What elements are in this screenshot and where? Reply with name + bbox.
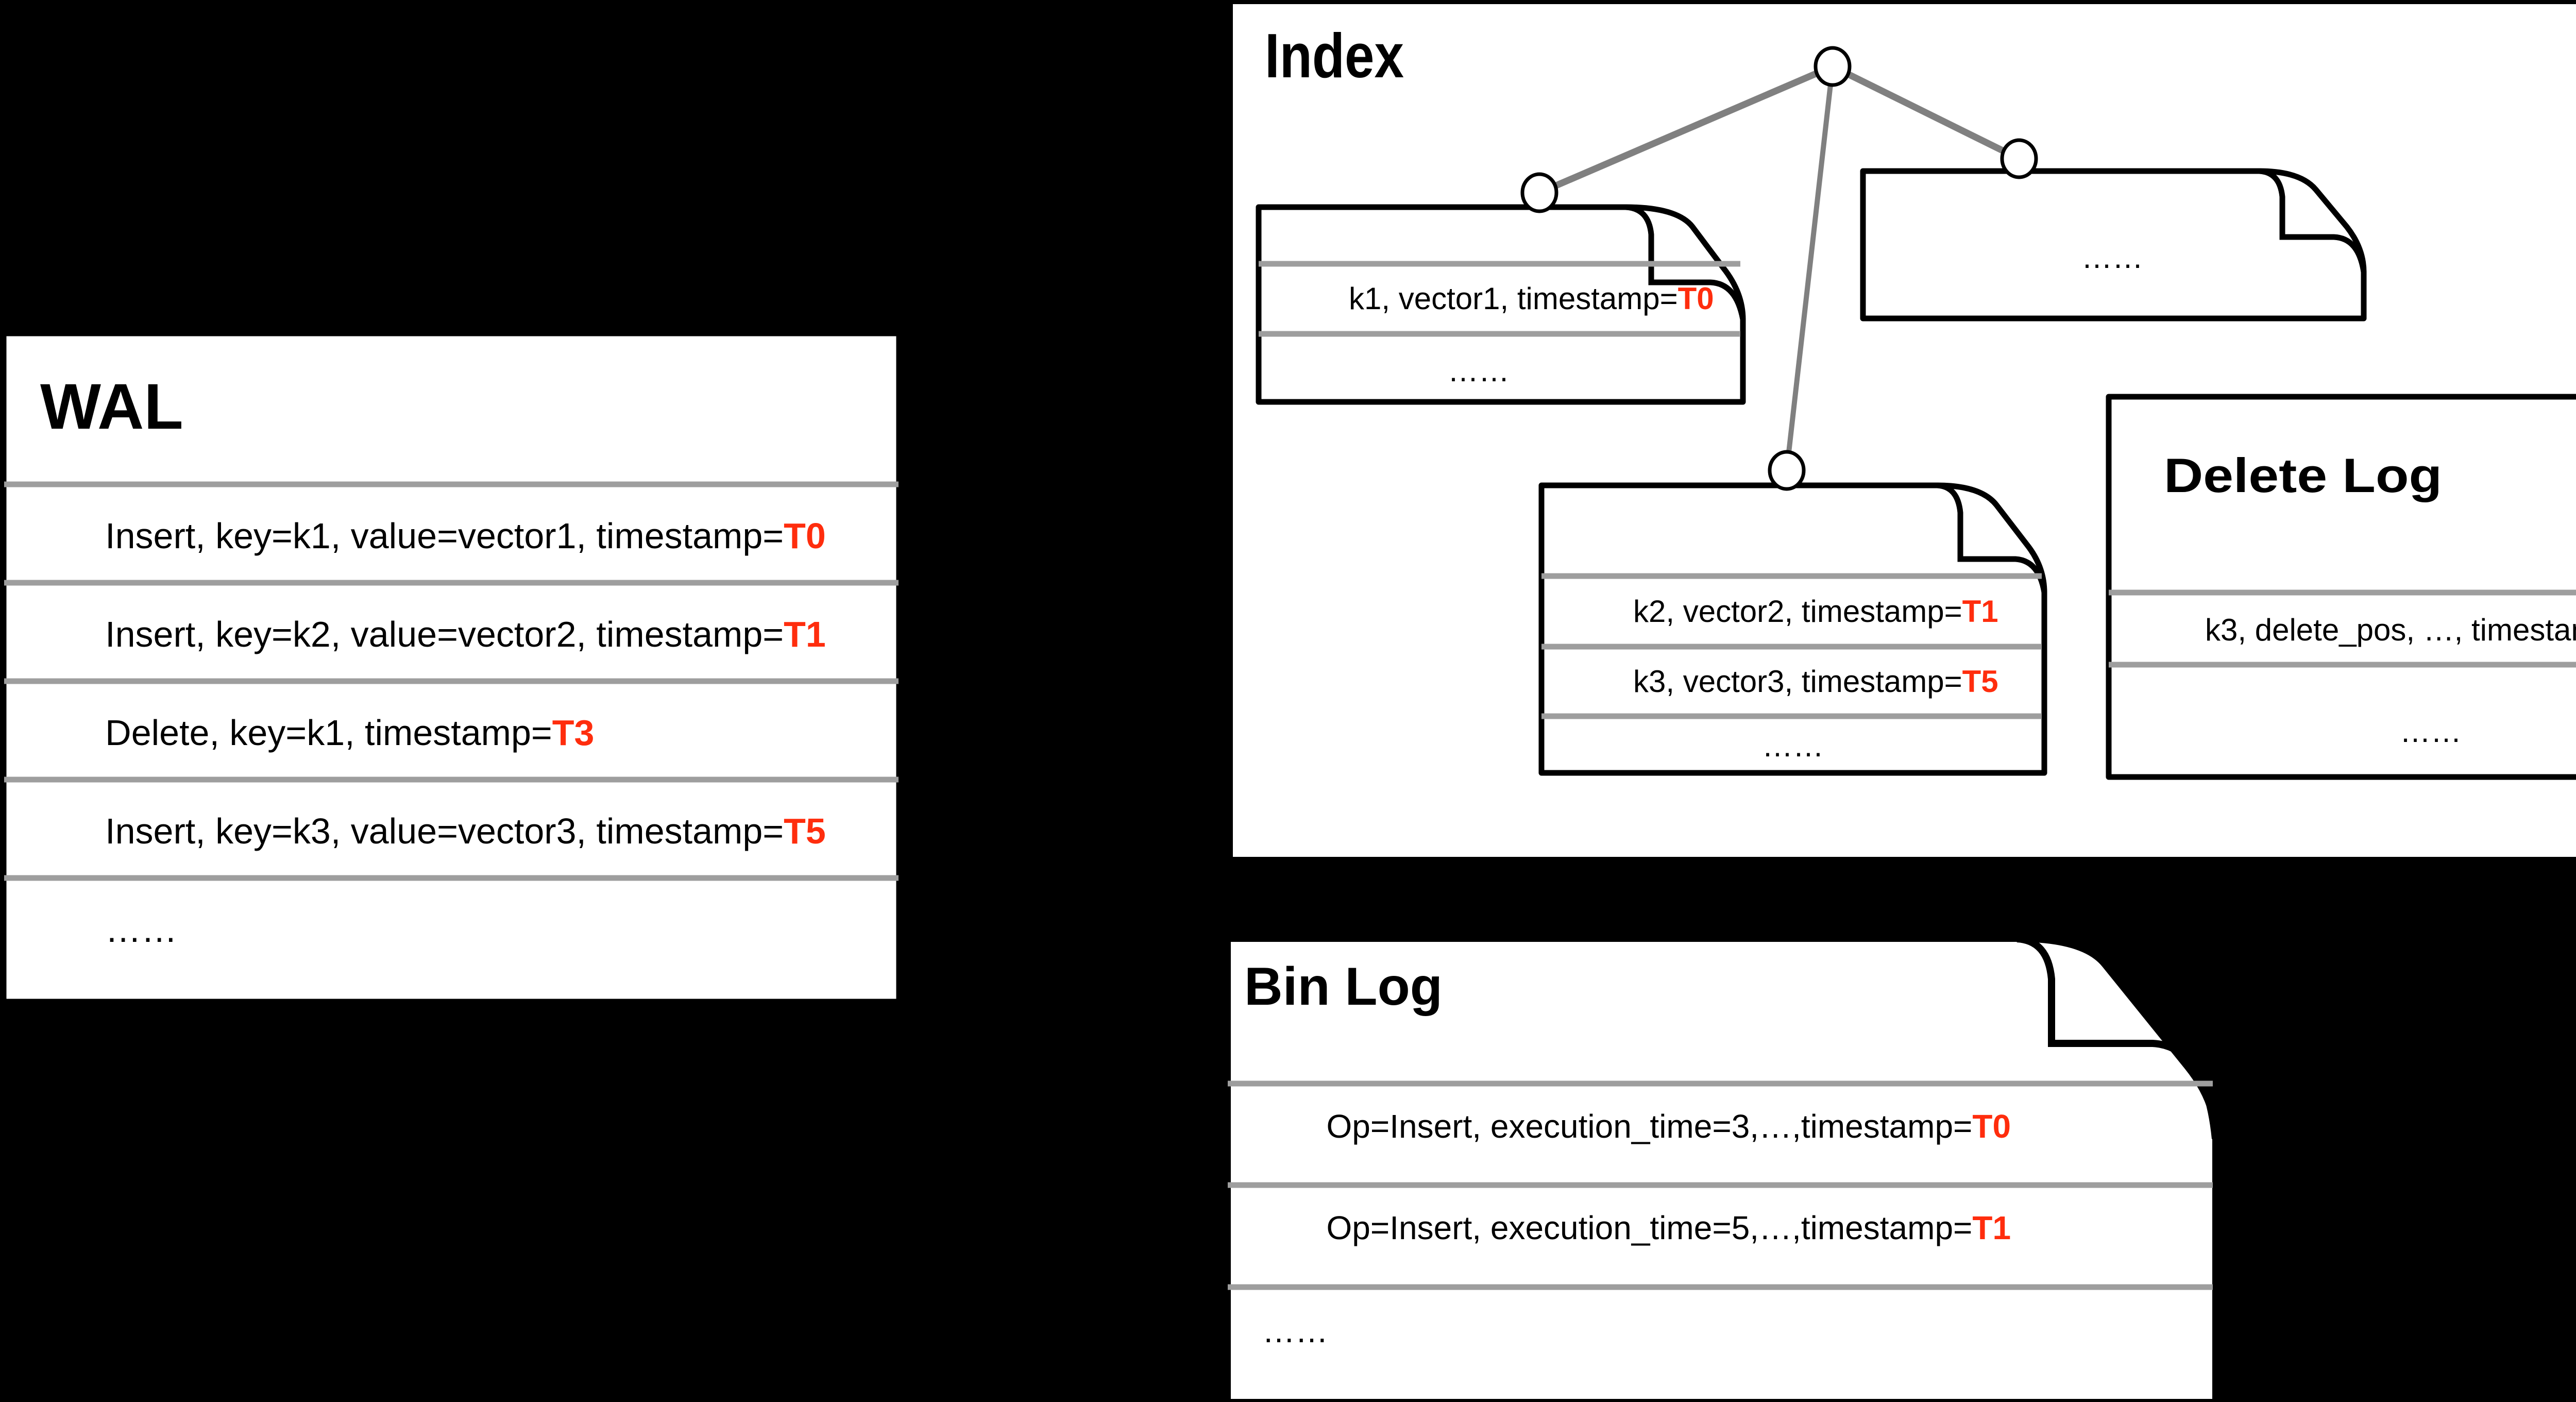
index-title: Index xyxy=(1265,21,1404,91)
bin-log-row-2: …… xyxy=(1262,1312,1328,1349)
bin-log-title: Bin Log xyxy=(1244,957,1443,1017)
index-card-right: …… xyxy=(1860,168,2367,322)
delete-log-row-1: …… xyxy=(2400,714,2462,749)
tree-node-child-left[interactable] xyxy=(1520,172,1558,213)
tree-node-child-right[interactable] xyxy=(2000,138,2038,179)
delete-log-shape xyxy=(2106,394,2576,780)
index-card-k1: k1, vector1, timestamp=T0 …… xyxy=(1256,204,1774,405)
index-tree-nodes xyxy=(1520,46,2038,491)
delete-log-card: Delete Log k3, delete_pos, …, timestamp=… xyxy=(2106,394,2576,780)
wal-row-1: Insert, key=k2, value=vector2, timestamp… xyxy=(35,614,876,654)
index-card-k1-row-0: k1, vector1, timestamp=T0 xyxy=(1272,281,1774,316)
wal-panel-body xyxy=(2,331,901,1004)
bin-log-row-1: Op=Insert, execution_time=5,…,timestamp=… xyxy=(1262,1209,2057,1246)
index-card-k2k3-row-1: k3, vector3, timestamp=T5 xyxy=(1556,664,2058,699)
index-tree-edges xyxy=(1538,63,2021,471)
tree-node-root[interactable] xyxy=(1814,46,1852,87)
index-card-k2k3-row-2: …… xyxy=(1762,729,1824,763)
index-card-k1-fold xyxy=(1625,204,1746,320)
delete-log-title: Delete Log xyxy=(2164,448,2442,502)
index-card-right-fold xyxy=(2259,168,2367,273)
bin-log-row-0: Op=Insert, execution_time=3,…,timestamp=… xyxy=(1262,1108,2057,1145)
index-card-k2k3-row-0: k2, vector2, timestamp=T1 xyxy=(1556,594,2058,629)
wal-row-2: Delete, key=k1, timestamp=T3 xyxy=(35,713,645,753)
index-card-k1-row-1: …… xyxy=(1448,353,1510,388)
wal-row-0: Insert, key=k1, value=vector1, timestamp… xyxy=(35,516,876,556)
wal-title: WAL xyxy=(40,371,183,443)
index-card-right-row-0: …… xyxy=(2081,240,2143,275)
tree-edge-root-right xyxy=(1831,63,2021,162)
delete-log-row-0: k3, delete_pos, …, timestamp=T3 xyxy=(2128,613,2576,647)
bin-log-fold xyxy=(2016,935,2219,1139)
wal-row-4: …… xyxy=(35,909,227,950)
tree-edge-root-bottom xyxy=(1784,66,1835,471)
tree-edge-root-left xyxy=(1538,63,1834,196)
tree-node-child-bottom[interactable] xyxy=(1768,450,1806,491)
wal-row-3: Insert, key=k3, value=vector3, timestamp… xyxy=(35,811,876,851)
index-card-k2k3: k2, vector2, timestamp=T1 k3, vector3, t… xyxy=(1538,482,2058,776)
